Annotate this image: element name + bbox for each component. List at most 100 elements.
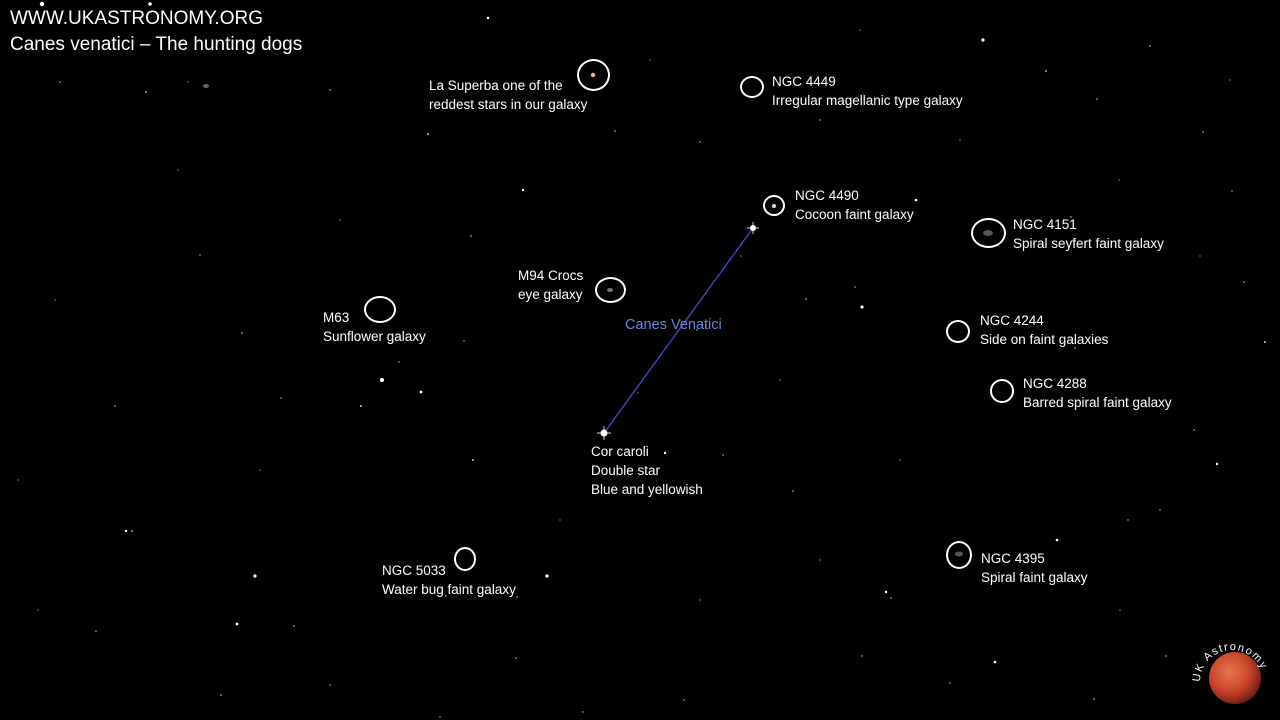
bright-star-cor-caroli xyxy=(597,426,611,440)
background-star xyxy=(890,597,892,599)
background-star xyxy=(37,609,39,611)
label-line: reddest stars in our galaxy xyxy=(429,97,588,112)
object-name: NGC 4395 xyxy=(981,551,1045,566)
background-star xyxy=(293,625,295,627)
background-star xyxy=(470,235,472,237)
background-star xyxy=(427,133,429,135)
background-star xyxy=(884,590,888,594)
background-star xyxy=(360,405,362,407)
object-name: NGC 5033 xyxy=(382,563,446,578)
label-line: La Superba one of the xyxy=(429,78,563,93)
object-name: NGC 4151 xyxy=(1013,217,1077,232)
object-name: NGC 4449 xyxy=(772,74,836,89)
background-star xyxy=(472,459,474,461)
label-line: Cor caroli xyxy=(591,444,649,459)
background-star xyxy=(859,29,861,31)
background-star xyxy=(819,559,821,561)
ring-ngc5033 xyxy=(454,547,476,571)
background-star xyxy=(649,59,651,61)
object-desc: Spiral faint galaxy xyxy=(981,570,1088,585)
background-star xyxy=(559,519,561,521)
background-star xyxy=(582,711,584,713)
background-star xyxy=(1229,79,1231,81)
object-desc: Water bug faint galaxy xyxy=(382,582,516,597)
background-star xyxy=(899,459,901,461)
background-stars xyxy=(17,1,1266,718)
page-title: Canes venatici – The hunting dogs xyxy=(10,34,303,55)
background-star xyxy=(145,91,147,93)
background-star xyxy=(1215,462,1219,466)
background-star xyxy=(177,169,179,171)
background-star xyxy=(439,716,441,718)
background-star xyxy=(114,405,116,407)
ring-ngc4395 xyxy=(946,541,972,569)
ring-ngc4244 xyxy=(946,320,970,343)
background-star xyxy=(1243,281,1245,283)
background-star xyxy=(329,684,331,686)
background-star xyxy=(740,255,742,257)
background-star xyxy=(1149,45,1151,47)
ring-la-superba xyxy=(577,59,610,91)
object-desc: Cocoon faint galaxy xyxy=(795,207,914,222)
ring-ngc4151 xyxy=(971,218,1006,248)
constellation-name: Canes Venatici xyxy=(625,317,722,333)
background-star xyxy=(148,2,152,6)
background-star xyxy=(722,454,724,456)
background-star xyxy=(39,1,45,7)
background-star xyxy=(637,392,639,394)
background-star xyxy=(699,141,701,143)
label-line: Blue and yellowish xyxy=(591,482,703,497)
background-star xyxy=(1119,609,1121,611)
background-star xyxy=(861,655,863,657)
background-star xyxy=(805,298,807,300)
background-star xyxy=(199,254,201,256)
background-star xyxy=(445,595,447,597)
background-star xyxy=(516,596,518,598)
object-name: M63 xyxy=(323,310,350,325)
background-star xyxy=(280,397,282,399)
background-star xyxy=(1096,98,1098,100)
ring-ngc4490 xyxy=(763,195,785,216)
background-star xyxy=(329,89,331,91)
background-star xyxy=(515,657,517,659)
background-star xyxy=(59,81,61,83)
label-ngc4151: NGC 4151 Spiral seyfert faint galaxy xyxy=(1013,215,1164,253)
background-star xyxy=(187,81,189,83)
label-ngc4449: NGC 4449 Irregular magellanic type galax… xyxy=(772,72,963,110)
object-name: NGC 4244 xyxy=(980,313,1044,328)
background-star xyxy=(696,329,698,331)
ring-ngc4288 xyxy=(990,379,1014,403)
background-star xyxy=(235,622,239,626)
background-star xyxy=(545,574,549,578)
background-star xyxy=(981,38,985,42)
background-star xyxy=(1165,655,1167,657)
background-star xyxy=(792,490,794,492)
background-star xyxy=(1074,347,1076,349)
ring-m94 xyxy=(595,277,626,303)
label-la-superba: La Superba one of the reddest stars in o… xyxy=(429,76,587,114)
background-star xyxy=(339,219,341,221)
label-ngc4244: NGC 4244 Side on faint galaxies xyxy=(980,311,1108,349)
background-star xyxy=(819,119,821,121)
background-star xyxy=(854,286,856,288)
uk-astronomy-logo: UK Astronomy xyxy=(1191,641,1268,704)
background-star xyxy=(1127,519,1129,521)
background-star xyxy=(779,379,781,381)
background-star xyxy=(1070,216,1072,218)
background-star xyxy=(124,529,128,533)
label-ngc4490: NGC 4490 Cocoon faint galaxy xyxy=(795,186,914,224)
object-desc: Barred spiral faint galaxy xyxy=(1023,395,1172,410)
label-ngc4395: NGC 4395 Spiral faint galaxy xyxy=(981,549,1088,587)
faint-smudge xyxy=(203,84,209,88)
object-name: NGC 4490 xyxy=(795,188,859,203)
object-desc: Spiral seyfert faint galaxy xyxy=(1013,236,1164,251)
background-star xyxy=(1055,538,1059,542)
background-star xyxy=(914,198,918,202)
object-name: NGC 4288 xyxy=(1023,376,1087,391)
background-star xyxy=(1202,131,1204,133)
background-star xyxy=(269,39,271,41)
label-line: eye galaxy xyxy=(518,287,583,302)
background-star xyxy=(1159,509,1161,511)
label-line: Double star xyxy=(591,463,661,478)
